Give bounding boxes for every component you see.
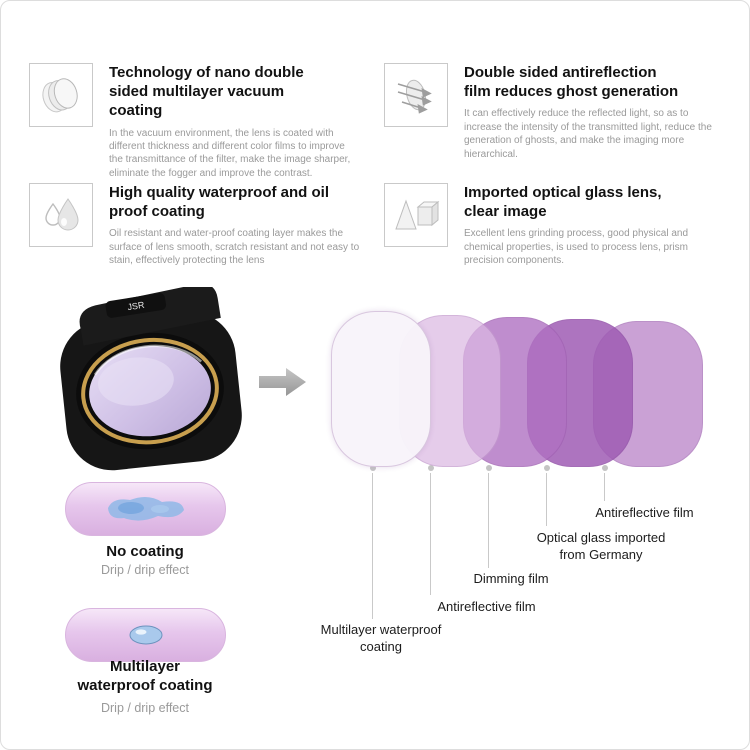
- feature-description: It can effectively reduce the reflected …: [464, 108, 712, 160]
- arrow-right-icon: [259, 367, 307, 402]
- prism-icon: [384, 183, 448, 247]
- callout-dot: [428, 465, 434, 471]
- sample-lens-no-coating: [65, 482, 226, 536]
- filter-body: [60, 311, 242, 471]
- feature-card-antireflection: Double sided antireflection film reduces…: [384, 63, 724, 161]
- callout-line: [604, 473, 605, 501]
- callout-line: [372, 473, 373, 619]
- lens-layer-waterproof-coating: [331, 311, 431, 467]
- water-smear: [107, 496, 184, 521]
- callout-label: Antireflective film: [437, 599, 536, 614]
- feature-card-optical-glass: Imported optical glass lens, clear image…: [384, 183, 724, 268]
- sample-title: No coating: [106, 543, 184, 560]
- lens-layers-icon: [29, 63, 93, 127]
- callout-dot: [370, 465, 376, 471]
- filter-clip: JSR: [79, 283, 221, 346]
- product-photo: JSR: [49, 283, 259, 482]
- callout-label: Dimming film: [473, 571, 549, 586]
- callout-line: [488, 473, 489, 568]
- callout-dot: [602, 465, 608, 471]
- callout-label: Multilayer waterproof coating: [320, 622, 442, 654]
- water-droplet: [129, 625, 162, 645]
- feature-title: Double sided antireflection film reduces…: [464, 64, 679, 101]
- antireflection-icon: [384, 63, 448, 127]
- callout-label: Optical glass imported from Germany: [536, 530, 666, 562]
- water-drops-icon: [29, 183, 93, 247]
- callout-line: [546, 473, 547, 526]
- feature-description: Oil resistant and water-proof coating la…: [109, 228, 360, 267]
- callout-dot: [544, 465, 550, 471]
- callout-label: Antireflective film: [595, 505, 694, 520]
- sample-title: Multilayer waterproof coating: [77, 658, 213, 694]
- sample-subtitle: Drip / drip effect: [100, 701, 189, 715]
- brand-label: JSR: [127, 300, 146, 313]
- sample-subtitle: Drip / drip effect: [100, 563, 189, 577]
- feature-title: Technology of nano double sided multilay…: [109, 64, 304, 120]
- feature-description: Excellent lens grinding process, good ph…: [464, 228, 689, 267]
- sample-lens-waterproof-coating: [65, 608, 226, 662]
- callout-line: [430, 473, 431, 595]
- feature-card-waterproof: High quality waterproof and oil proof co…: [29, 183, 369, 268]
- callout-dot: [486, 465, 492, 471]
- feature-card-vacuum-coating: Technology of nano double sided multilay…: [29, 63, 369, 180]
- feature-title: High quality waterproof and oil proof co…: [109, 184, 330, 221]
- feature-description: In the vacuum environment, the lens is c…: [109, 127, 351, 179]
- feature-title: Imported optical glass lens, clear image: [464, 184, 662, 221]
